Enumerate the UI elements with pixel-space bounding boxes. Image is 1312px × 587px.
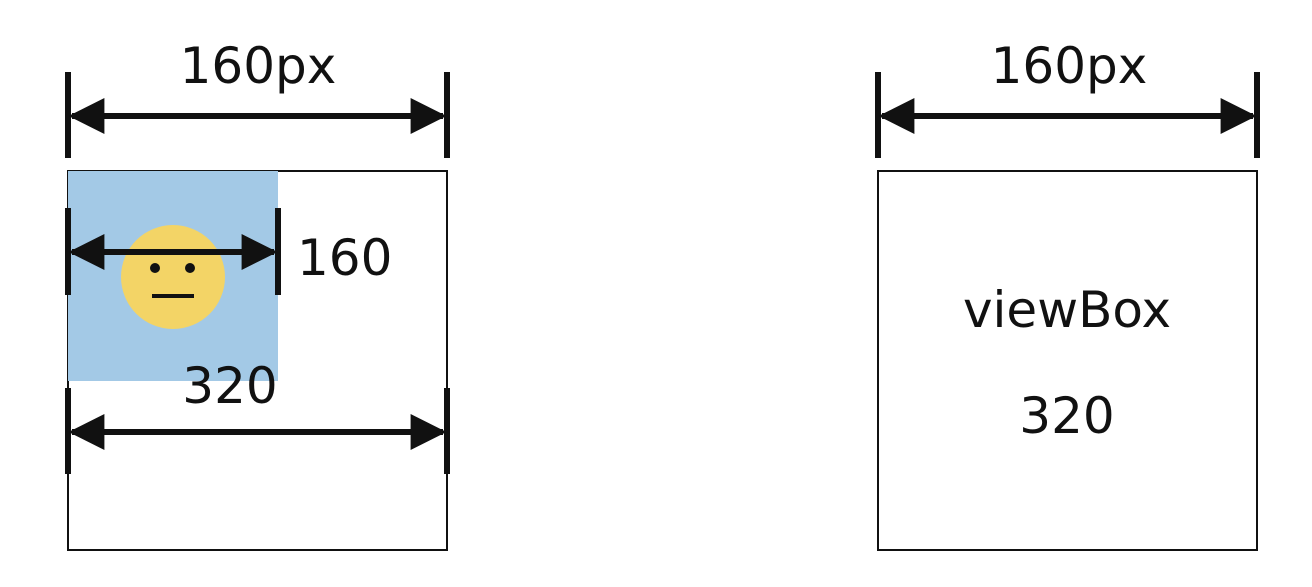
- right-box-value: 320: [1019, 387, 1114, 445]
- left-viewbox-dimension: 320: [65, 357, 450, 474]
- face-right-eye: [185, 263, 195, 273]
- right-viewbox-frame: [877, 170, 1258, 551]
- face-circle: [121, 225, 225, 329]
- right-outer-width-label: 160px: [991, 37, 1148, 95]
- right-outer-dimension: 160px: [875, 37, 1260, 158]
- neutral-face-icon: [121, 225, 225, 329]
- left-viewbox-width-label: 320: [182, 357, 277, 415]
- left-diagram: 160px 160 320: [65, 37, 450, 551]
- left-outer-dimension: 160px: [65, 37, 450, 158]
- face-left-eye: [150, 263, 160, 273]
- left-outer-width-label: 160px: [180, 37, 337, 95]
- left-inner-width-label: 160: [297, 229, 392, 287]
- right-box-title: viewBox: [963, 281, 1171, 339]
- left-inner-dimension: 160: [65, 208, 392, 295]
- right-diagram: 160px viewBox 320: [875, 37, 1260, 551]
